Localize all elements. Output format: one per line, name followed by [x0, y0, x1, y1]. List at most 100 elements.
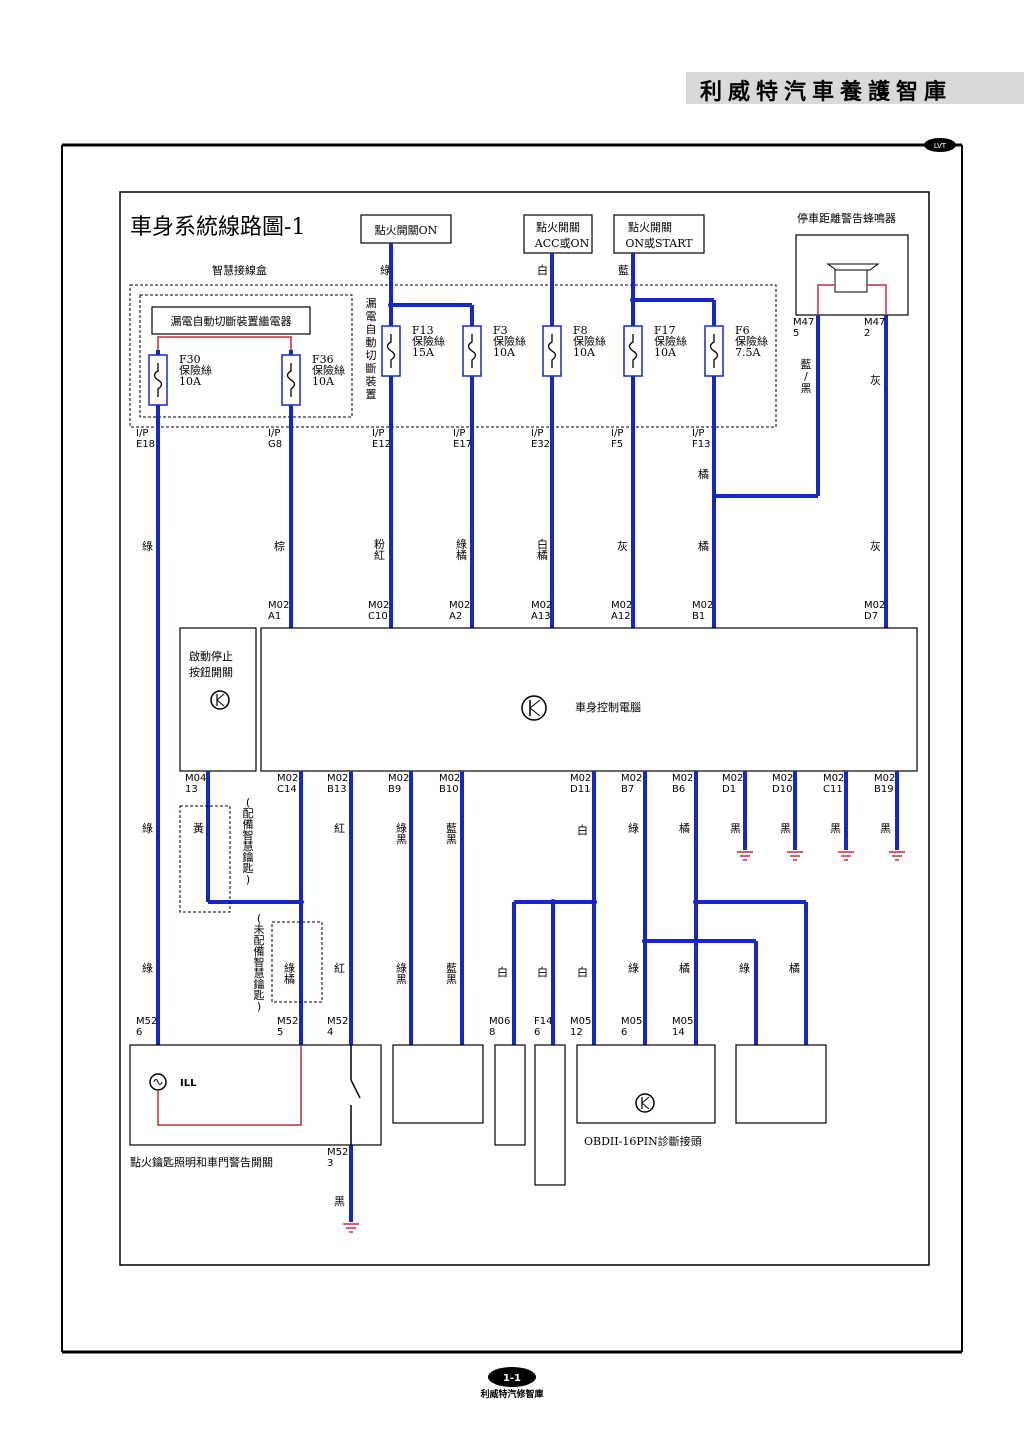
fuse-label: 保險絲	[412, 334, 445, 348]
m02-connector-label: M02	[823, 773, 844, 784]
wire-color-label: 黃	[193, 822, 204, 835]
wire-color-label: 綠	[284, 962, 295, 975]
svg-text:按鈕開關: 按鈕開關	[189, 665, 233, 679]
footer-brand: 利威特汽修智庫	[479, 1388, 543, 1400]
junction-box-label: 智慧接線盒	[212, 263, 267, 277]
m02-connector-label: B19	[874, 784, 894, 795]
smart-key-not-equipped-area	[271, 921, 323, 1003]
ip-connector-label: E12	[372, 439, 391, 450]
m02-connector-label: M02	[570, 773, 591, 784]
diagram-title: 車身系統線路圖-1	[130, 215, 305, 240]
wire-color-label: 藍	[801, 358, 812, 371]
bottom-connector-label: 12	[570, 1027, 583, 1038]
m02-connector-label: M02	[772, 773, 793, 784]
fuse-label: F13	[412, 324, 434, 337]
bottom-connector-label: M05	[570, 1016, 591, 1027]
immobilizer-box	[494, 1044, 526, 1146]
smart-key-label: 慧	[254, 966, 265, 980]
m02-connector-label: A13	[531, 611, 551, 622]
fuse-label: 10A	[493, 346, 516, 359]
wire-color-label: 藍	[446, 962, 457, 975]
page-number-badge	[488, 1367, 536, 1387]
header-title: 利威特汽車養護智庫	[700, 80, 953, 105]
wires-lower	[206, 771, 899, 1222]
m02-connector-label: A2	[449, 611, 462, 622]
bottom-connector-label: M52	[277, 1016, 298, 1027]
m02-connector-label: M02	[439, 773, 460, 784]
wire-color-label: 黑	[801, 382, 812, 395]
smart-key-label: 備	[243, 818, 254, 831]
smart-key-label: 智	[243, 828, 254, 842]
m02-connector-label: D10	[772, 784, 792, 795]
svg-text:啟動停止: 啟動停止	[189, 649, 233, 663]
m02-connector-label: A1	[268, 611, 281, 622]
wire-color-label: 白	[497, 965, 508, 979]
fuse-label: F30	[179, 353, 201, 366]
wire-color-label: 灰	[617, 539, 628, 553]
obd-icon	[635, 1093, 655, 1113]
fuse-label: 10A	[312, 375, 335, 388]
smart-key-label: 慧	[243, 839, 254, 853]
wire-color-label: 黑	[880, 822, 891, 835]
m02-connector-label: B13	[327, 784, 347, 795]
ground-icon	[737, 851, 753, 861]
svg-text:ILL: ILL	[180, 1078, 197, 1089]
fuse-label: 10A	[179, 375, 202, 388]
buzzer-pin-label: M47	[864, 317, 885, 328]
wire-color-label: 橘	[284, 973, 295, 986]
wire-color-label: 橘	[698, 468, 709, 481]
m02-connector-label: M02	[874, 773, 895, 784]
headlamp-leveling-box	[534, 1044, 566, 1186]
m02-connector-label: M02	[722, 773, 743, 784]
svg-text:藍: 藍	[618, 264, 629, 277]
buzzer-label: 停車距離警告蜂鳴器	[797, 211, 896, 225]
relay-area	[139, 294, 353, 418]
bottom-connector-label: F14	[534, 1016, 552, 1027]
wire-color-label: 白	[577, 965, 588, 979]
fuse-label: F36	[312, 353, 334, 366]
smart-key-label: )	[257, 1000, 261, 1013]
svg-text:點火開關ON: 點火開關ON	[375, 224, 438, 237]
fuse-label: F8	[573, 324, 588, 337]
diagram-frame	[119, 191, 930, 1266]
start-stop-icon	[210, 690, 230, 710]
ground-icon	[838, 851, 854, 861]
bottom-connector-label: 6	[534, 1027, 540, 1038]
smart-key-label: (	[257, 912, 261, 925]
m02-connector-label: B1	[692, 611, 705, 622]
bottom-connector-label: M52	[327, 1016, 348, 1027]
ip-connector-label: I/P	[692, 428, 704, 439]
m02-connector-label: B6	[672, 784, 685, 795]
wire-color-label: 灰	[870, 539, 881, 553]
fuse-label: 保險絲	[735, 334, 768, 348]
svg-text:ON或START: ON或START	[625, 237, 693, 250]
wire-color-label: 黑	[396, 973, 407, 986]
m02-connector-label: D1	[722, 784, 736, 795]
relay-vertical-label: 自	[366, 323, 377, 336]
m02-connector-label: M02	[277, 773, 298, 784]
wire-color-label: 黑	[446, 973, 457, 986]
bottom-connector-label: M05	[672, 1016, 693, 1027]
wire-color-label: 綠	[628, 822, 639, 835]
m02-connector-label: M02	[672, 773, 693, 784]
m02-connector-label: B10	[439, 784, 459, 795]
fuse-label: 保險絲	[179, 363, 212, 377]
wire-color-label: 橘	[537, 549, 548, 562]
relay-vertical-label: 動	[366, 335, 377, 349]
ip-connector-label: F13	[692, 439, 710, 450]
door-switch-icon	[350, 1045, 361, 1145]
buzzer-box	[795, 234, 909, 316]
fuse-label: 10A	[573, 346, 596, 359]
wire-color-label: 黑	[334, 1195, 345, 1208]
wire-color-label: 黑	[446, 833, 457, 846]
body-control-module	[260, 627, 918, 772]
svg-text:點火開關: 點火開關	[628, 221, 672, 234]
ip-connector-label: I/P	[268, 428, 280, 439]
fuse-f6	[704, 325, 724, 377]
start-stop-connector-label: 13	[185, 784, 198, 795]
smart-key-label: 備	[254, 945, 265, 958]
wire-color-label: 綠	[628, 962, 639, 975]
ip-connector-label: G8	[268, 439, 282, 450]
wire-color-label: 黑	[830, 822, 841, 835]
fuse-f8	[542, 325, 562, 377]
